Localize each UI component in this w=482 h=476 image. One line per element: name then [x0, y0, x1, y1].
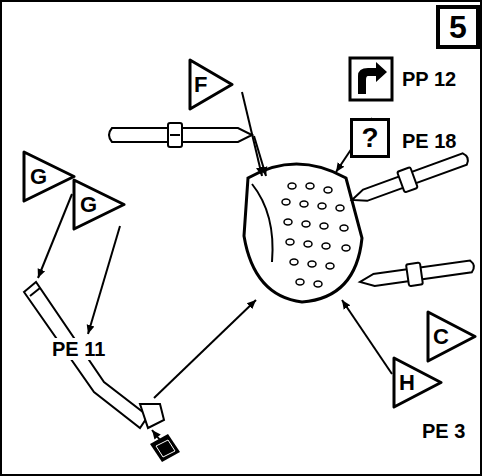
node-text: H — [399, 372, 415, 394]
node-text: G — [30, 166, 47, 188]
part-letter: F — [188, 58, 234, 111]
node-text: F — [194, 74, 207, 96]
perforated-shield — [244, 164, 362, 302]
part-letter: H — [392, 356, 443, 409]
page-reference: PE 11 — [50, 338, 107, 360]
page-reference: PE 3 — [420, 420, 467, 442]
pin — [109, 123, 252, 147]
part-letter: G — [22, 150, 76, 203]
bent-rod — [24, 282, 164, 428]
node-text: 5 — [449, 11, 467, 43]
page-reference: PP 12 — [400, 68, 458, 90]
turn-symbol — [350, 58, 392, 100]
plate — [150, 434, 180, 462]
node-text: ? — [361, 124, 378, 152]
leader-arrows — [38, 92, 392, 440]
query-box: ? — [350, 118, 390, 158]
node-text: G — [80, 194, 97, 216]
page-reference: PE 18 — [400, 130, 458, 152]
node-text: C — [433, 326, 449, 348]
part-letter: C — [426, 310, 477, 363]
part-letter: G — [72, 178, 126, 231]
step-number: 5 — [436, 5, 480, 49]
pin — [348, 148, 475, 293]
